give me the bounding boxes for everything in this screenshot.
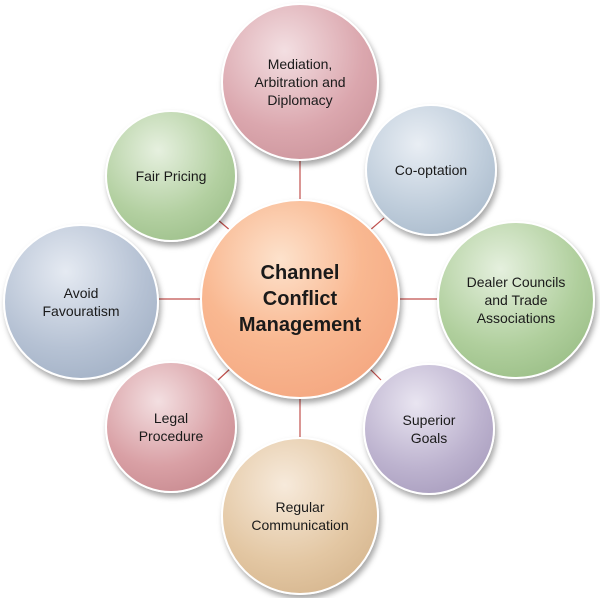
- node-fair-pricing: Fair Pricing: [105, 110, 237, 242]
- node-label: Superior Goals: [402, 412, 456, 446]
- node-label: Avoid Favouratism: [42, 285, 120, 319]
- node-regular-communication: Regular Communication: [221, 437, 379, 595]
- node-label: Legal Procedure: [138, 410, 204, 444]
- center-node-label: Channel Conflict Management: [238, 262, 362, 336]
- node-mediation-arbitration-diplomacy: Mediation, Arbitration and Diplomacy: [221, 3, 379, 161]
- node-label: Regular Communication: [251, 499, 349, 533]
- node-dealer-councils: Dealer Councils and Trade Associations: [437, 221, 595, 379]
- connector-superior-goals: [368, 367, 382, 381]
- node-label: Dealer Councils and Trade Associations: [466, 274, 566, 326]
- node-legal-procedure: Legal Procedure: [105, 361, 237, 493]
- node-avoid-favouratism: Avoid Favouratism: [3, 224, 159, 380]
- node-label: Mediation, Arbitration and Diplomacy: [254, 56, 346, 108]
- node-superior-goals: Superior Goals: [363, 363, 495, 495]
- center-node-channel-conflict-management: Channel Conflict Management: [200, 199, 400, 399]
- node-co-optation: Co-optation: [365, 104, 497, 236]
- node-label: Co-optation: [394, 162, 468, 178]
- node-label: Fair Pricing: [135, 168, 207, 184]
